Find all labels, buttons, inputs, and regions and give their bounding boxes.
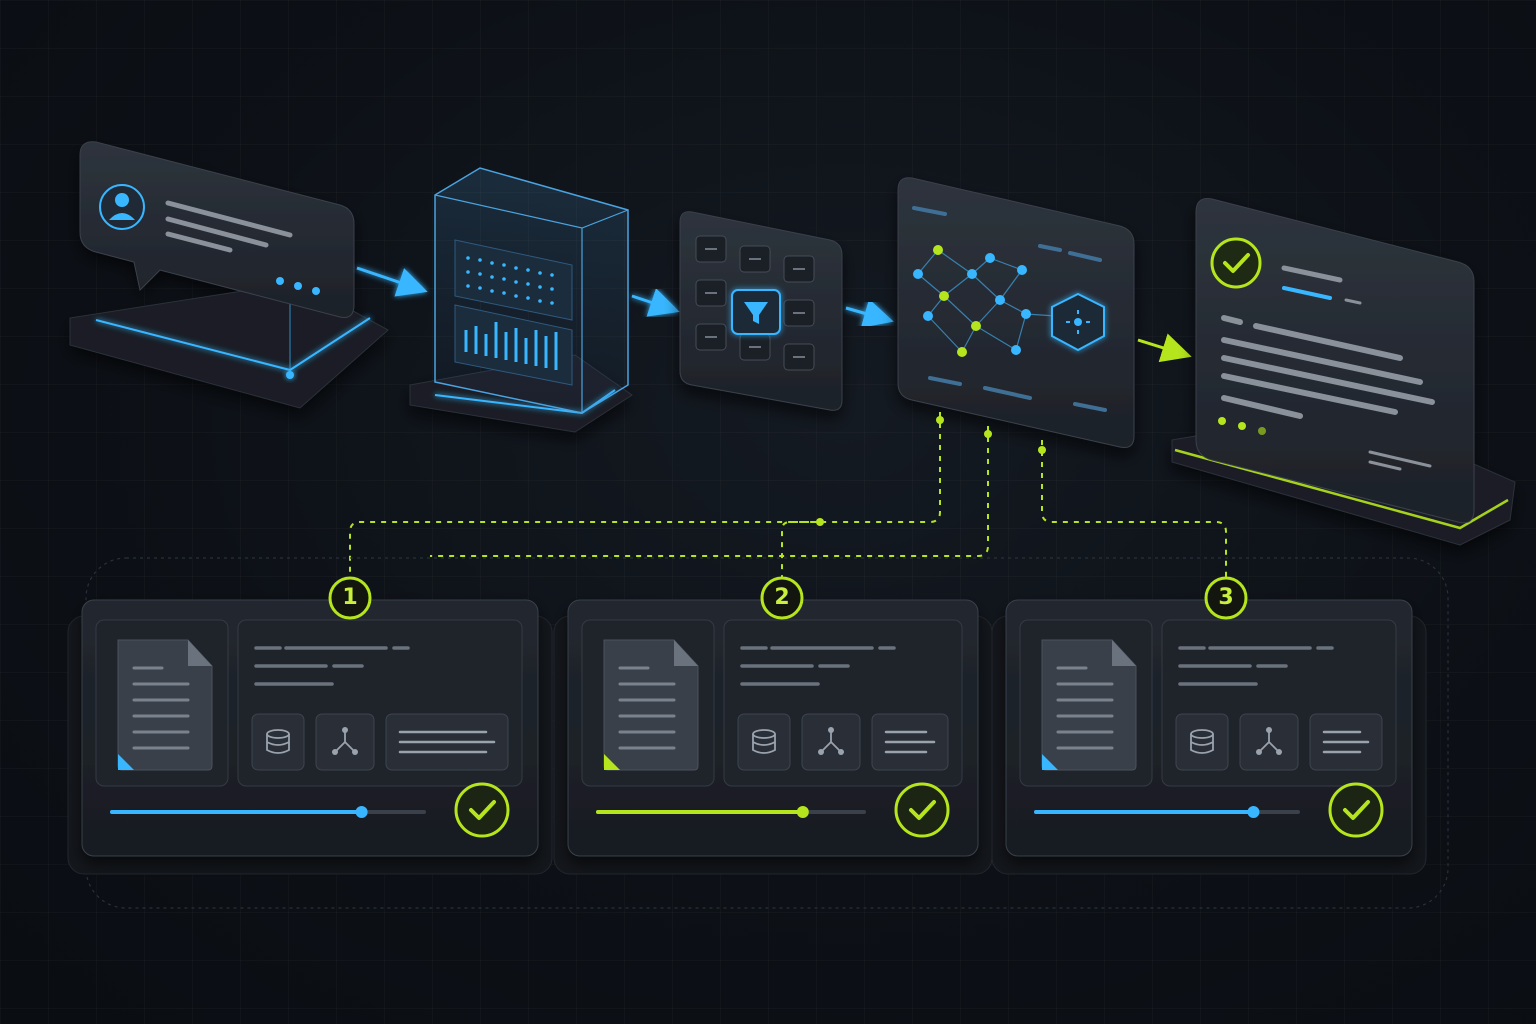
document-fold <box>674 640 698 666</box>
check-icon[interactable] <box>454 782 510 838</box>
result-card-2[interactable] <box>553 576 993 875</box>
flow-arrow-1 <box>356 266 428 297</box>
progress-handle[interactable] <box>1247 806 1260 818</box>
flow-arrow-3 <box>845 298 894 328</box>
chat-text-lines <box>165 200 293 253</box>
hierarchy-node <box>828 727 834 733</box>
result-card-1[interactable] <box>67 576 553 875</box>
step-badge-number: 2 <box>774 585 790 610</box>
chat-message-stage <box>69 141 389 409</box>
filter-button-dashes <box>705 248 805 358</box>
database-icon-body <box>1190 734 1214 754</box>
database-tile[interactable] <box>251 713 305 771</box>
typing-dots <box>276 277 320 295</box>
hierarchy-node <box>352 749 358 755</box>
hierarchy-node <box>1256 749 1262 755</box>
step-badge <box>760 576 804 620</box>
verified-response-stage <box>1171 198 1516 546</box>
check-mark <box>1343 800 1370 820</box>
hierarchy-node <box>838 749 844 755</box>
data-dots <box>466 256 554 305</box>
step-badge <box>328 576 372 620</box>
check-icon[interactable] <box>894 782 950 838</box>
hierarchy-node <box>1276 749 1282 755</box>
database-tile[interactable] <box>1175 713 1229 771</box>
flow-arrow-2 <box>631 288 680 317</box>
document-fold <box>188 640 212 666</box>
step-badge-number: 3 <box>1218 585 1234 610</box>
database-tile[interactable] <box>737 713 791 771</box>
knowledge-graph-stage <box>897 177 1135 448</box>
document-fold <box>1112 640 1136 666</box>
graph-nodes <box>913 245 1031 357</box>
progress-handle[interactable] <box>355 806 368 818</box>
check-icon <box>1210 237 1262 289</box>
data-bars <box>464 322 558 370</box>
check-mark <box>469 800 496 820</box>
step-badge <box>1204 576 1248 620</box>
check-mark <box>909 800 936 820</box>
check-icon[interactable] <box>1328 782 1384 838</box>
database-cube-icon <box>434 167 629 414</box>
step-badge-number: 1 <box>342 585 358 610</box>
flow-arrow-4 <box>1137 333 1192 363</box>
hierarchy-node <box>818 749 824 755</box>
connector-dots <box>816 416 1046 526</box>
hierarchy-node <box>332 749 338 755</box>
response-text-lines <box>1221 265 1435 471</box>
result-card-3[interactable] <box>991 576 1427 875</box>
graph-header-lines <box>912 206 1107 412</box>
result-connectors <box>349 412 1227 580</box>
graph-hub-icon <box>1051 292 1105 352</box>
document-corner-accent <box>604 754 620 770</box>
response-status-dots <box>1218 417 1266 435</box>
hierarchy-node <box>1266 727 1272 733</box>
document-corner-accent <box>118 754 134 770</box>
document-corner-accent <box>1042 754 1058 770</box>
progress-handle[interactable] <box>796 806 809 818</box>
hierarchy-node <box>342 727 348 733</box>
database-icon-body <box>266 734 290 754</box>
database-icon-body <box>752 734 776 754</box>
